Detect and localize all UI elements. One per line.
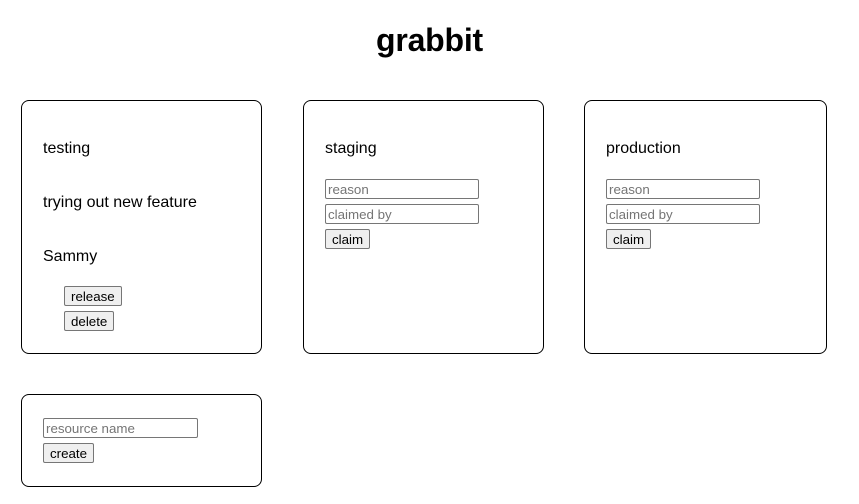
claim-form-production: claim (606, 179, 760, 254)
reason-input[interactable] (606, 179, 760, 199)
claim-button[interactable]: claim (325, 229, 371, 249)
resource-reason-text: trying out new feature (43, 194, 197, 211)
page-title: grabbit (375, 22, 484, 58)
claimed-by-input[interactable] (325, 204, 479, 224)
resource-name-label: staging (325, 140, 377, 157)
resource-card-staging: staging claim (303, 100, 544, 354)
reason-input[interactable] (325, 179, 479, 199)
create-resource-form: create (43, 418, 198, 468)
claimed-by-input[interactable] (606, 204, 760, 224)
resource-card-production: production claim (584, 100, 827, 354)
resource-name-label: testing (43, 140, 91, 157)
create-resource-card: create (21, 394, 262, 487)
release-button[interactable]: release (64, 286, 122, 306)
resource-actions: release delete (64, 286, 122, 336)
resource-claimed-by-text: Sammy (43, 248, 98, 265)
resource-name-label: production (606, 140, 681, 157)
claim-button[interactable]: claim (606, 229, 652, 249)
claim-form-staging: claim (325, 179, 479, 254)
create-button[interactable]: create (43, 443, 95, 463)
resource-name-input[interactable] (43, 418, 198, 438)
resource-card-testing: testing trying out new feature Sammy rel… (21, 100, 262, 354)
delete-button[interactable]: delete (64, 311, 115, 331)
